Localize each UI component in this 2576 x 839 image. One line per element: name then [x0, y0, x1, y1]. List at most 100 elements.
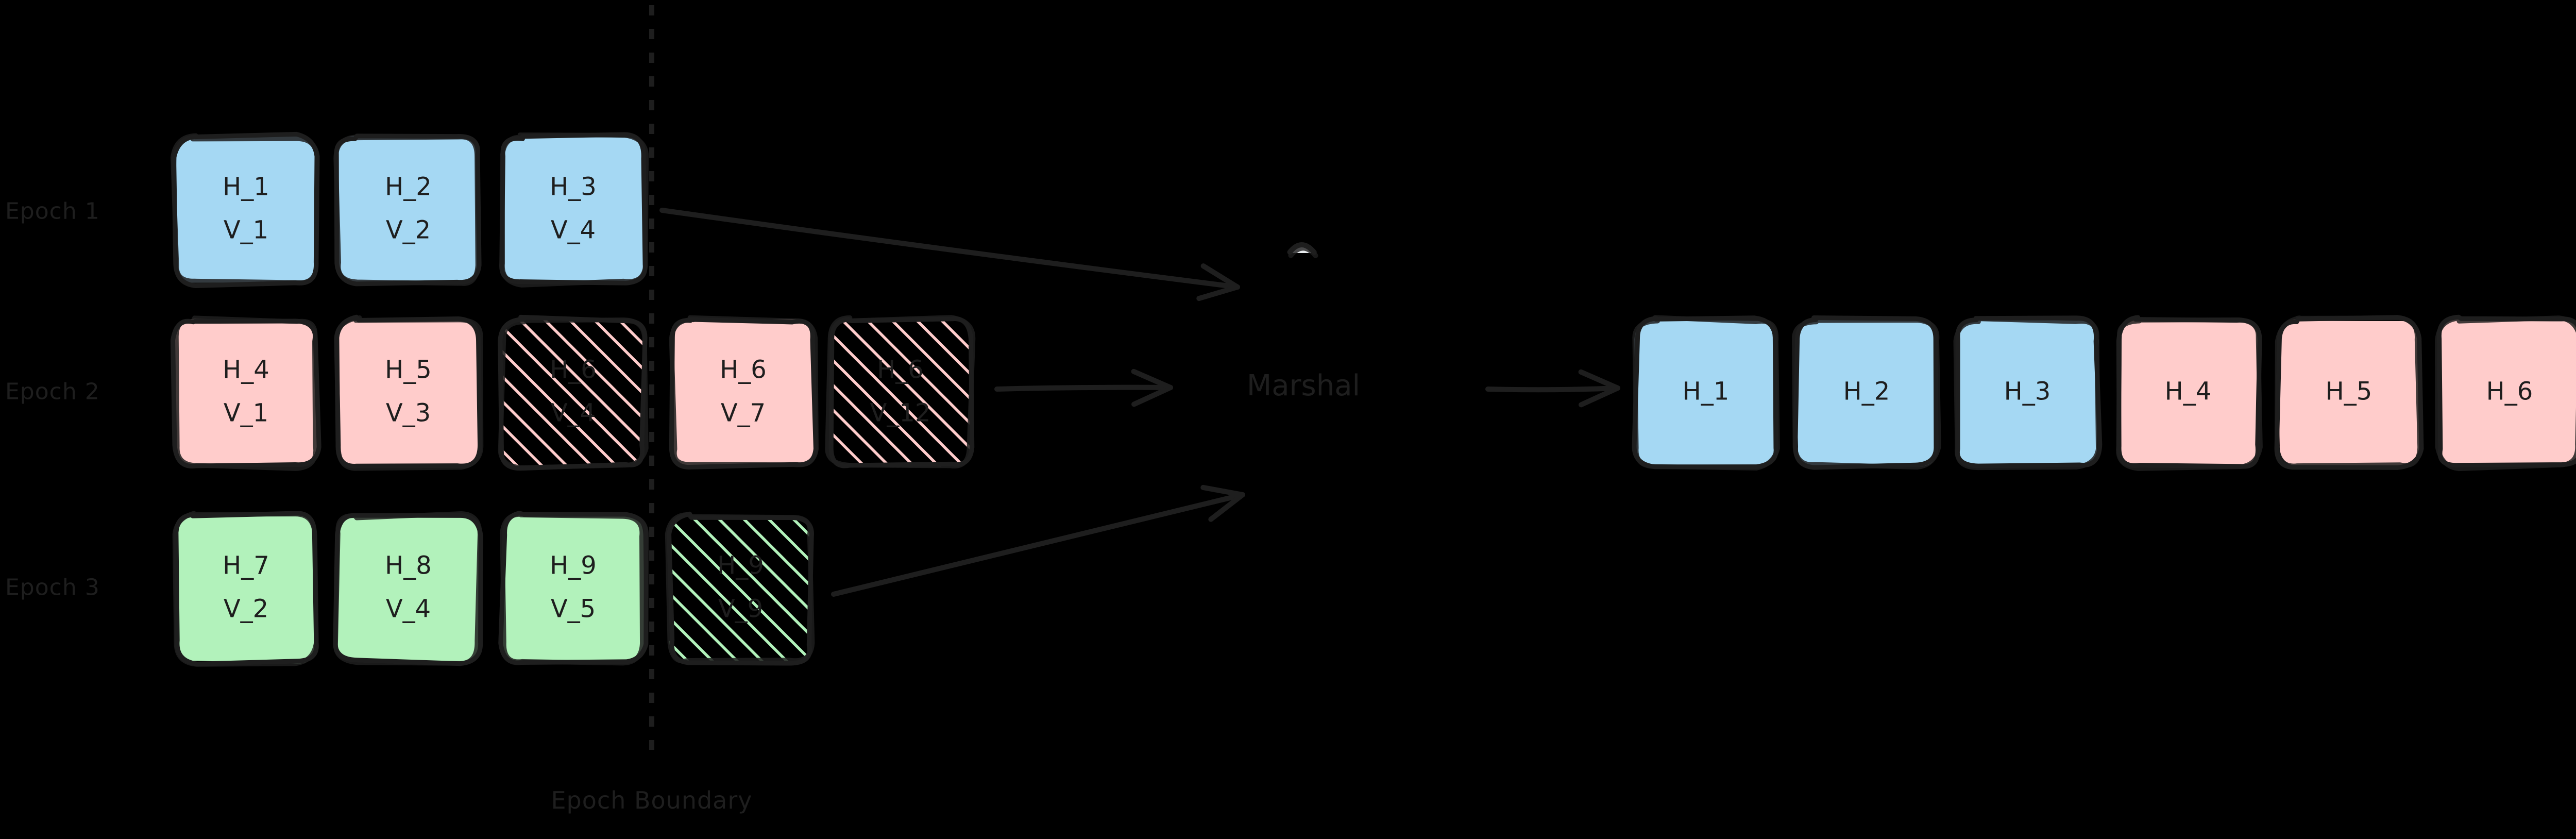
node-label: H_1	[1683, 377, 1730, 406]
node-outline	[669, 315, 819, 467]
node-label: V_1	[224, 399, 268, 428]
arrow-epoch2-to-marshal	[994, 368, 1173, 407]
node-outline	[2274, 315, 2422, 468]
node-label: H_6	[877, 356, 924, 384]
arrow-head	[1200, 484, 1245, 497]
epoch-1-node-1: H_1V_1	[171, 131, 320, 289]
epoch-1-label: Epoch 1	[5, 198, 100, 225]
node-fill	[174, 318, 318, 468]
node-fill	[1795, 318, 1938, 468]
output-node-6: H_6	[2435, 314, 2576, 472]
arrow-head	[1579, 385, 1620, 408]
node-fill	[501, 514, 645, 664]
node-outline	[334, 315, 484, 471]
output-node-1: H_1	[1632, 315, 1780, 471]
node-label: V_7	[721, 399, 766, 428]
arrow-head	[1578, 369, 1620, 391]
output-node-5: H_5	[2274, 315, 2424, 470]
arrow-shaft	[659, 208, 1240, 290]
node-label: H_9	[550, 551, 597, 580]
node-fill	[501, 135, 645, 285]
epoch-2-node-2: H_5V_3	[334, 314, 484, 471]
node-label: H_4	[223, 356, 269, 384]
epoch-1-node-2: H_2V_2	[333, 133, 482, 287]
node-fill	[2117, 318, 2260, 467]
output-node-2: H_2	[1792, 315, 1941, 470]
node-fill	[174, 135, 318, 283]
node-label: H_5	[385, 356, 432, 384]
node-label: V_4	[551, 216, 596, 245]
node-label: V_1	[224, 216, 268, 245]
node-outline	[333, 134, 480, 286]
arrow-epoch1-to-marshal	[659, 208, 1240, 301]
node-label: V_2	[224, 595, 268, 624]
arrow-group	[659, 208, 1620, 597]
epoch-3-label: Epoch 3	[5, 574, 100, 601]
node-label: H_1	[223, 173, 269, 202]
epoch-1-node-3: H_3V_4	[499, 132, 649, 288]
epoch-3-node-2: H_8V_4	[333, 511, 483, 666]
node-label: H_2	[385, 173, 432, 202]
node-fill	[338, 320, 480, 467]
node-label: H_6	[2486, 377, 2533, 406]
epoch-3-node-1: H_7V_2	[172, 511, 319, 667]
node-label: H_5	[2326, 377, 2372, 406]
node-fill	[1956, 318, 2099, 466]
epoch-2-node-1: H_4V_1	[171, 315, 321, 471]
node-label: H_8	[385, 551, 432, 580]
arrow-head	[1208, 492, 1245, 522]
node-outline	[172, 511, 319, 667]
node-label: H_3	[2004, 377, 2051, 406]
node-label: H_4	[2165, 377, 2212, 406]
node-outline	[2116, 317, 2263, 471]
epoch-2-label: Epoch 2	[5, 378, 100, 405]
node-outline	[174, 315, 318, 471]
node-label: V_2	[386, 216, 431, 245]
node-label: V_4	[551, 399, 596, 428]
arrow-head	[1196, 284, 1240, 301]
epoch-2-node-5-invalidated: H_6V_12	[825, 315, 976, 468]
epoch-3-node-4-invalidated: H_9V_9	[665, 511, 815, 666]
arrow-head	[1200, 263, 1240, 290]
arrow-marshal-to-output	[1485, 369, 1620, 408]
marshal-outline	[1288, 245, 1318, 258]
marshal-node-group[interactable]: Marshal	[1247, 242, 1360, 402]
node-label: H_6	[720, 356, 767, 384]
node-label: V_4	[386, 595, 431, 624]
node-label: V_5	[551, 595, 596, 624]
node-label: H_3	[550, 173, 597, 202]
output-nodes-group: H_1H_2H_3H_4H_5H_6H_7H_8H_9	[1632, 314, 2576, 472]
node-outline	[498, 317, 649, 470]
node-fill	[2277, 318, 2420, 466]
node-outline	[500, 512, 645, 666]
arrow-shaft	[831, 492, 1245, 597]
arrow-epoch3-to-marshal	[831, 484, 1245, 597]
node-fill	[829, 319, 971, 467]
marshal-label: Marshal	[1247, 369, 1360, 402]
output-node-4: H_4	[2116, 315, 2263, 471]
epoch-3-node-3: H_9V_5	[498, 511, 649, 666]
node-fill	[502, 318, 645, 468]
arrow-head	[1131, 385, 1173, 407]
arrow-shaft	[994, 384, 1173, 392]
node-outline	[825, 315, 976, 468]
node-outline	[2435, 315, 2576, 472]
arrow-head	[1131, 368, 1173, 390]
node-label: V_3	[386, 399, 431, 428]
epoch-boundary-label: Epoch Boundary	[551, 786, 753, 814]
node-label: V_12	[870, 399, 931, 428]
epoch-2-node-3-invalidated: H_6V_4	[498, 314, 649, 471]
arrow-shaft	[1485, 385, 1620, 393]
node-outline	[333, 511, 482, 666]
output-node-3: H_3	[1953, 315, 2103, 471]
node-fill	[1634, 319, 1777, 466]
node-fill	[2439, 319, 2576, 467]
node-fill	[336, 514, 480, 664]
node-outline	[1953, 316, 2101, 471]
node-label: H_6	[550, 356, 597, 384]
node-outline	[1632, 315, 1780, 471]
node-label: H_2	[1843, 377, 1890, 406]
node-outline	[500, 132, 649, 288]
node-label: H_7	[223, 551, 269, 580]
